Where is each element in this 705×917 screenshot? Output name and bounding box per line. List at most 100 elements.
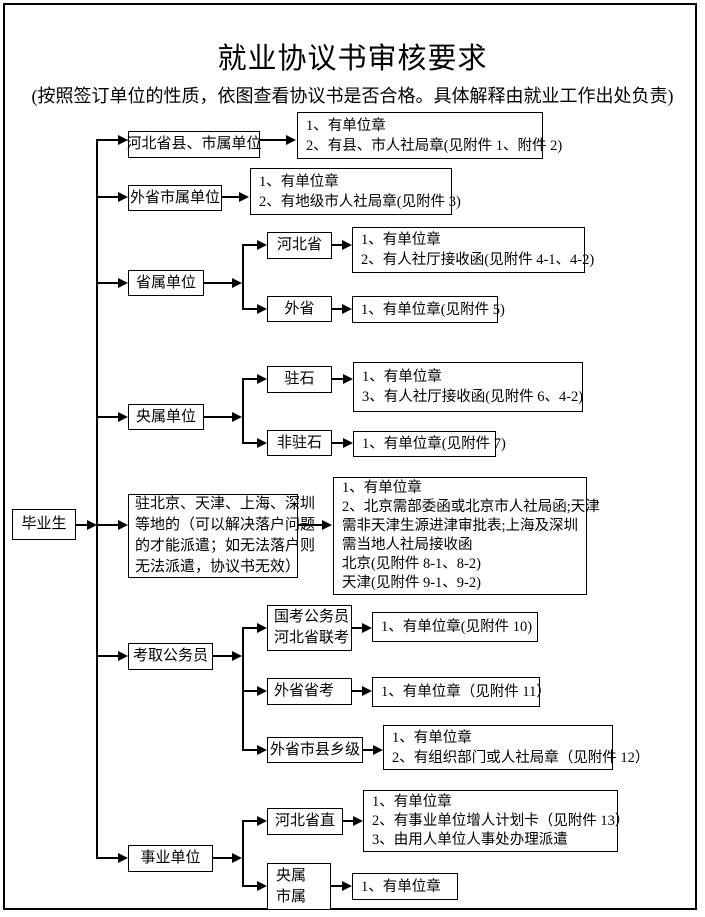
node-label: 河北省县、市属单位 bbox=[126, 136, 262, 152]
arrowhead bbox=[118, 853, 128, 863]
arrowhead bbox=[353, 816, 363, 826]
flow-line bbox=[243, 442, 257, 444]
requirement-line: 1、有单位章(见附件 10) bbox=[381, 619, 533, 635]
trunk-line bbox=[96, 139, 98, 859]
flow-line bbox=[352, 690, 362, 692]
flow-line bbox=[243, 749, 257, 751]
arrowhead bbox=[232, 853, 242, 863]
requirement-line: 3、由用人单位人事处办理派遣 bbox=[372, 831, 568, 848]
arrowhead bbox=[118, 520, 128, 530]
requirement-line: 2、北京需部委函或北京市人社局函;天津 bbox=[342, 499, 600, 515]
node-in-shijiazhuang: 驻石 bbox=[267, 366, 332, 393]
flow-line bbox=[243, 690, 257, 692]
arrowhead bbox=[118, 135, 128, 145]
requirement-box: 1、有单位章 2、有县、市人社局章(见附件 1、附件 2) bbox=[297, 112, 563, 159]
flow-line bbox=[243, 378, 257, 380]
requirement-line: 1、有单位章 bbox=[392, 729, 472, 746]
requirement-line: 2、有事业单位增人计划卡（见附件 13） bbox=[372, 812, 630, 829]
requirement-box: 1、有单位章（见附件 11） bbox=[372, 677, 551, 707]
requirement-box: 1、有单位章(见附件 5) bbox=[352, 296, 505, 323]
fork-line bbox=[242, 244, 244, 310]
arrowhead bbox=[257, 881, 267, 891]
arrowhead bbox=[342, 240, 352, 250]
arrowhead bbox=[232, 412, 242, 422]
arrowhead bbox=[362, 623, 372, 633]
node-civil-servant: 考取公务员 bbox=[128, 643, 213, 670]
fork-line bbox=[242, 627, 244, 751]
node-label-line: 无法派遣，协议书无效） bbox=[135, 559, 301, 575]
node-graduate: 毕业生 bbox=[12, 509, 76, 540]
flow-line bbox=[243, 308, 257, 310]
node-label: 外省省考 bbox=[274, 683, 335, 699]
flow-line bbox=[97, 655, 118, 657]
requirement-box: 1、有单位章 2、有地级市人社局章(见附件 3) bbox=[250, 168, 461, 215]
fork-line bbox=[242, 378, 244, 444]
requirement-box: 1、有单位章(见附件 10) bbox=[372, 612, 538, 642]
flow-line bbox=[298, 524, 322, 526]
flow-line bbox=[76, 524, 87, 526]
arrowhead bbox=[286, 135, 296, 145]
flow-line bbox=[243, 627, 257, 629]
arrowhead bbox=[257, 304, 267, 314]
node-label: 外省市县乡级 bbox=[270, 741, 361, 758]
requirement-box: 1、有单位章(见附件 7) bbox=[353, 431, 506, 457]
arrowhead bbox=[343, 438, 353, 448]
flow-line bbox=[352, 627, 362, 629]
page-subtitle: (按照签订单位的性质，依图查看协议书是否合格。具体解释由就业工作出处负责) bbox=[31, 86, 674, 106]
arrowhead bbox=[257, 374, 267, 384]
node-label: 毕业生 bbox=[21, 516, 67, 532]
node-not-in-shijiazhuang: 非驻石 bbox=[267, 430, 332, 456]
requirement-box: 1、有单位章 3、有人社厅接收函(见附件 6、4-2) bbox=[353, 362, 583, 412]
flow-line bbox=[243, 244, 257, 246]
node-other-province-exam: 外省省考 bbox=[267, 678, 352, 705]
page-border bbox=[3, 3, 697, 910]
flow-line bbox=[204, 416, 232, 418]
node-label: 事业单位 bbox=[140, 850, 201, 866]
node-hebei-county-city-unit: 河北省县、市属单位 bbox=[127, 131, 262, 158]
flow-line bbox=[97, 416, 118, 418]
node-label-line: 河北省联考 bbox=[274, 630, 350, 646]
arrowhead bbox=[118, 412, 128, 422]
arrowhead bbox=[232, 278, 242, 288]
flow-line bbox=[332, 308, 342, 310]
arrowhead bbox=[118, 651, 128, 661]
requirement-box: 1、有单位章 2、有组织部门或人社局章（见附件 12） bbox=[383, 725, 649, 770]
arrowhead bbox=[257, 438, 267, 448]
flow-line bbox=[97, 524, 118, 526]
node-label: 省属单位 bbox=[135, 274, 196, 291]
requirement-line: 3、有人社厅接收函(见附件 6、4-2) bbox=[362, 389, 584, 405]
requirement-line: 1、有单位章（见附件 11） bbox=[381, 684, 551, 700]
node-label: 河北省直 bbox=[274, 813, 335, 829]
node-beijing-tianjin-shanghai-shenzhen: 驻北京、天津、上海、深圳 等地的（可以解决落户问题 的才能派遣；如无法落户则 无… bbox=[128, 494, 316, 578]
node-label-line: 驻北京、天津、上海、深圳 bbox=[135, 496, 316, 512]
requirement-line: 2、有地级市人社局章(见附件 3) bbox=[259, 193, 461, 210]
requirement-line: 1、有单位章 bbox=[306, 117, 386, 134]
flow-line bbox=[97, 282, 118, 284]
requirement-line: 需非天津生源进津审批表;上海及深圳 bbox=[342, 518, 579, 534]
flow-line bbox=[243, 820, 257, 822]
arrowhead bbox=[239, 192, 249, 202]
flow-line bbox=[213, 857, 232, 859]
node-label: 非驻石 bbox=[276, 434, 322, 451]
requirement-box: 1、有单位章 2、北京需部委函或北京市人社局函;天津 需非天津生源进津审批表;上… bbox=[333, 477, 600, 595]
node-hebei-provincial-direct: 河北省直 bbox=[267, 808, 343, 835]
flow-line bbox=[343, 820, 353, 822]
node-national-exam-hebei-joint-exam: 国考公务员 河北省联考 bbox=[267, 605, 352, 651]
arrowhead bbox=[342, 304, 352, 314]
flow-line bbox=[332, 244, 342, 246]
node-label-line: 国考公务员 bbox=[274, 609, 350, 625]
node-other-province-county-township: 外省市县乡级 bbox=[267, 737, 363, 763]
arrowhead bbox=[118, 278, 128, 288]
node-central-unit: 央属单位 bbox=[128, 404, 204, 430]
requirement-line: 天津(见附件 9-1、9-2) bbox=[342, 575, 481, 591]
node-public-institution: 事业单位 bbox=[128, 845, 213, 872]
node-label: 考取公务员 bbox=[133, 648, 209, 664]
node-label-line: 等地的（可以解决落户问题 bbox=[135, 517, 316, 533]
arrowhead bbox=[232, 651, 242, 661]
requirement-line: 1、有单位章 bbox=[361, 878, 441, 895]
node-other-province: 外省 bbox=[267, 296, 332, 322]
node-label-line: 市属 bbox=[276, 888, 307, 905]
flow-line bbox=[331, 885, 342, 887]
requirement-line: 2、有县、市人社局章(见附件 1、附件 2) bbox=[306, 137, 563, 154]
